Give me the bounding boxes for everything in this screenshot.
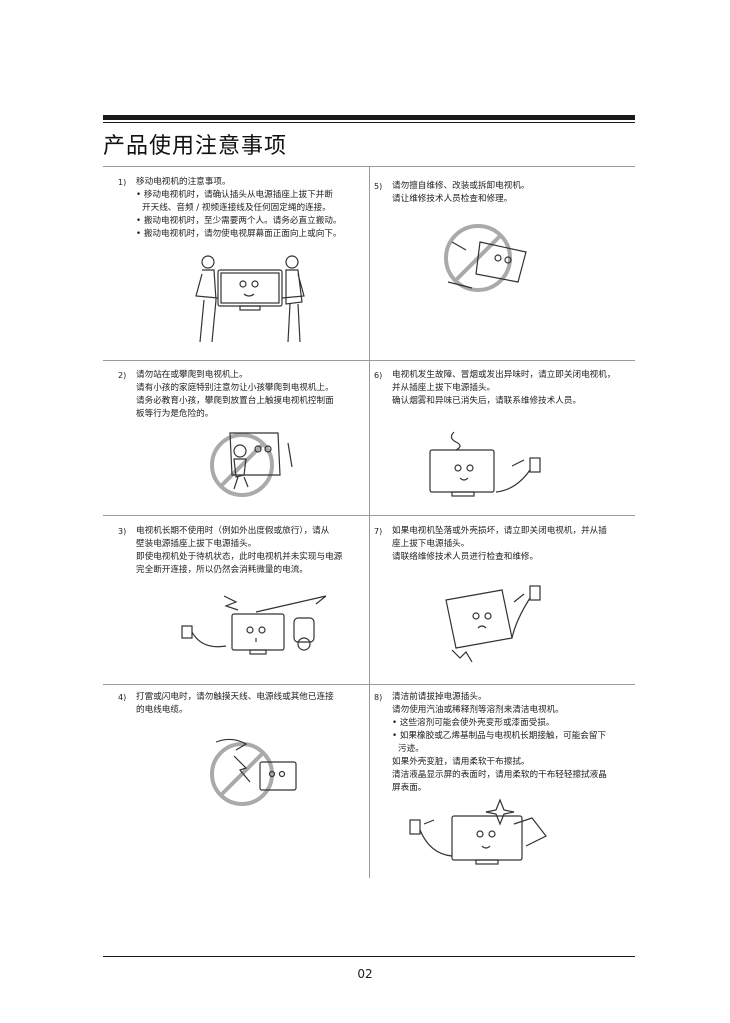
- illustration-two-people-carrying-tv: [190, 252, 310, 344]
- section-text: 即使电视机处于待机状态，此时电视机并未实现与电源: [136, 552, 343, 562]
- section-number: 8): [374, 693, 383, 702]
- illustration-smoke-unplug: [426, 430, 550, 502]
- section-text: 的电线电缆。: [136, 705, 188, 715]
- section-text: 打雷或闪电时，请勿触摸天线、电源线或其他已连接: [136, 692, 334, 702]
- section-number: 7): [374, 527, 383, 536]
- section-text: 座上拔下电源插头。: [392, 539, 470, 549]
- section-text: 并从插座上拔下电源插头。: [392, 383, 496, 393]
- page-number: 02: [357, 967, 373, 981]
- illustration-lightning-warning: [206, 736, 302, 808]
- section-text: 电视机长期不使用时（例如外出度假或旅行），请从: [136, 526, 330, 536]
- section-text: 如果外壳变脏，请用柔软干布擦拭。: [392, 757, 530, 767]
- section-text: 电视机发生故障、冒烟或发出异味时，请立即关闭电视机，: [392, 370, 616, 380]
- section-number: 6): [374, 371, 383, 380]
- illustration-no-disassembly: [436, 222, 536, 298]
- illustration-fallen-tv: [436, 580, 550, 672]
- bullet-item: 这些溶剂可能会使外壳变形或漆面受损。: [392, 717, 634, 730]
- bullet-item-cont: 开天线、音频 / 视频连接线及任何固定绳的连接。: [142, 203, 331, 213]
- section-number: 5): [374, 182, 383, 191]
- illustration-child-climbing-tv: [208, 425, 298, 499]
- section-text: 如果电视机坠落或外壳损坏，请立即关闭电视机，并从插: [392, 526, 607, 536]
- bullet-item-cont: 污迹。: [398, 744, 424, 754]
- section-text: 确认烟雾和异味已消失后，请联系维修技术人员。: [392, 396, 582, 406]
- section-text: 请勿擅自维修、改装或拆卸电视机。: [392, 181, 530, 191]
- section-number: 4): [118, 693, 127, 702]
- section-text: 移动电视机的注意事项。: [136, 177, 231, 187]
- column-divider: [369, 166, 370, 878]
- section-text: 请有小孩的家庭特别注意勿让小孩攀爬到电视机上。: [136, 383, 334, 393]
- section-text: 请勿使用汽油或稀释剂等溶剂来清洁电视机。: [392, 705, 564, 715]
- section-text: 壁装电源插座上拔下电源插头。: [136, 539, 257, 549]
- bullet-item: 搬动电视机时，至少需要两个人。请务必直立搬动。: [136, 215, 366, 228]
- section-text: 屏表面。: [392, 783, 427, 793]
- section-text: 完全断开连接，所以仍然会消耗微量的电流。: [136, 565, 308, 575]
- page-title: 产品使用注意事项: [103, 134, 288, 159]
- illustration-cleaning-tv: [404, 796, 550, 872]
- header-rule-thin: [103, 122, 635, 123]
- footer-rule: [103, 956, 635, 957]
- bullet-item: 如果橡胶或乙烯基制品与电视机长期接触，可能会留下: [392, 730, 634, 743]
- illustration-unplug-vacation: [176, 592, 332, 662]
- section-text: 请让维修技术人员检查和修理。: [392, 194, 513, 204]
- section-number: 2): [118, 371, 127, 380]
- section-number: 1): [118, 178, 127, 187]
- bullet-item: 搬动电视机时，请勿使电视屏幕面正面向上或向下。: [136, 228, 366, 241]
- bullet-item: 移动电视机时，请确认插头从电源插座上拔下并断: [136, 189, 366, 202]
- section-text: 清洁前请拔掉电源插头。: [392, 692, 487, 702]
- section-text: 板等行为是危险的。: [136, 409, 214, 419]
- section-text: 请务必教育小孩，攀爬到放置台上触摸电视机控制面: [136, 396, 334, 406]
- header-rule-thick: [103, 115, 635, 120]
- section-text: 请勿站在或攀爬到电视机上。: [136, 370, 248, 380]
- section-text: 请联络维修技术人员进行检查和维修。: [392, 552, 539, 562]
- section-text: 清洁液晶显示屏的表面时，请用柔软的干布轻轻擦拭液晶: [392, 770, 607, 780]
- section-number: 3): [118, 527, 127, 536]
